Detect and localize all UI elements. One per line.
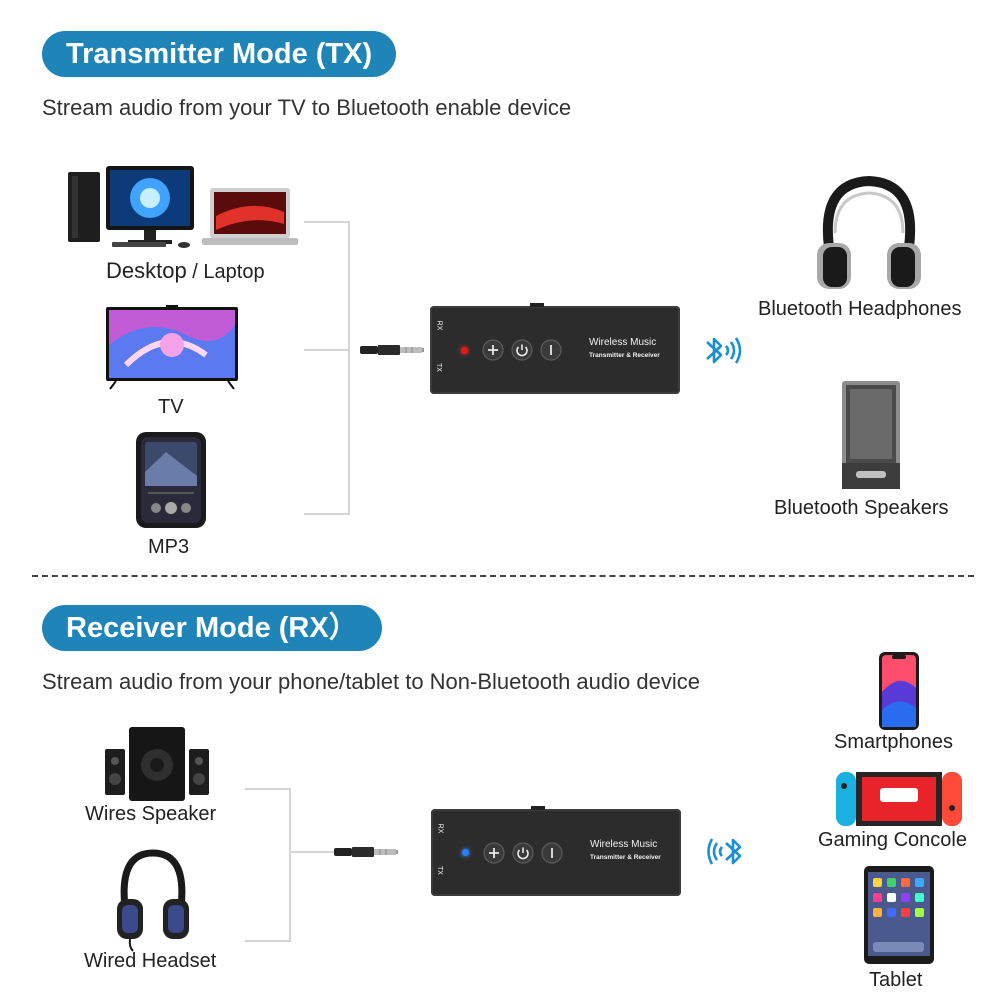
bluetooth-headphones-label: Bluetooth Headphones [758,298,962,320]
game-console-icon [836,772,962,826]
tx-led-indicator [461,347,468,354]
power-icon [511,339,533,361]
rx-device-sub: Transmitter & Receiver [590,854,661,861]
rx-subtitle: Stream audio from your phone/tablet to N… [42,669,700,694]
tablet-label: Tablet [869,969,923,991]
tx-subtitle: Stream audio from your TV to Bluetooth e… [42,95,572,120]
wired-headset-label: Wired Headset [84,950,217,972]
headphones-icon [817,175,921,289]
rx-device: RX TX Wireless Music Transmitter & Recei… [431,806,681,896]
tx-device: RX TX Wireless Music Transmitter & Recei… [430,303,680,394]
smartphones-label: Smartphones [834,731,953,753]
tv-icon [106,305,238,390]
minus-icon [540,339,562,361]
rx-led-indicator [462,849,469,856]
smartphone-icon [879,652,919,730]
desktop-text: Desktop [106,258,187,283]
tx-device-brand: Wireless Music [589,337,657,348]
rx-device-tx-mark: TX [435,866,443,875]
minus-icon [541,842,563,864]
mp3-label: MP3 [148,536,190,558]
rx-mode-header: Receiver Mode (RX） [42,605,382,651]
bluetooth-icon [707,838,742,865]
tablet-icon [864,866,934,964]
desktop-laptop-label: Desktop / Laptop [106,258,265,284]
speaker-icon [842,381,900,489]
laptop-text: / Laptop [186,261,265,283]
bluetooth-speakers-label: Bluetooth Speakers [774,497,949,519]
desktop-laptop-icon [68,166,298,248]
section-divider [32,575,974,577]
wired-headset-icon [117,849,189,952]
rx-device-rx-mark: RX [436,823,444,834]
wires-speaker-label: Wires Speaker [85,803,217,825]
bluetooth-icon [706,337,742,364]
tx-device-sub: Transmitter & Receiver [589,352,660,359]
rx-device-top-notch [531,806,545,810]
plus-icon [482,339,504,361]
gaming-console-label: Gaming Concole [818,829,967,851]
power-icon [512,842,534,864]
plus-icon [483,842,505,864]
tx-device-top-notch [530,303,544,307]
tx-mode-header: Transmitter Mode (TX) [42,31,397,77]
tv-label: TV [158,396,184,418]
mp3-player-icon [136,432,206,528]
rx-device-brand: Wireless Music [590,839,658,850]
computer-speakers-icon [105,727,209,801]
tx-audio-jack-icon [360,345,424,355]
rx-audio-jack-icon [334,847,398,857]
